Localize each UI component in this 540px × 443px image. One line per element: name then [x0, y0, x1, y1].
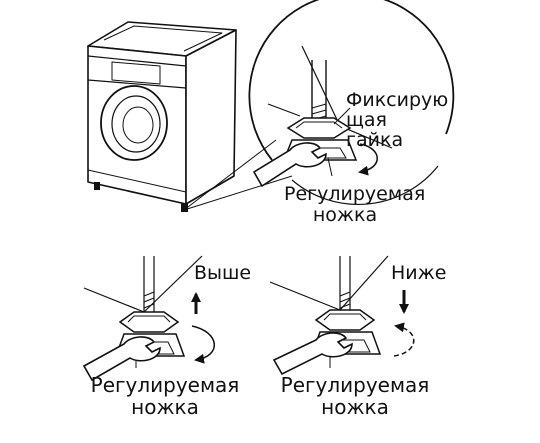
- locknut-label-line1: Фиксирую: [346, 89, 449, 111]
- lower-label: Ниже: [391, 262, 447, 284]
- locknut-label: Фиксирую щая гайка: [346, 90, 448, 150]
- washing-machine: [87, 21, 293, 212]
- right-foot-label-line2: ножка: [321, 395, 389, 419]
- top-foot-label-line1: Регулируемая: [284, 183, 426, 205]
- right-foot-label: Регулируемая ножка: [274, 374, 436, 418]
- locknut-label-line3: гайка: [346, 129, 404, 151]
- left-foot-label: Регулируемая ножка: [84, 374, 246, 418]
- magnified-foot-view: [248, 0, 455, 206]
- right-foot-label-line1: Регулируемая: [280, 373, 430, 397]
- left-foot-label-line2: ножка: [131, 395, 199, 419]
- higher-adjust-view: [82, 255, 215, 382]
- left-foot-label-line1: Регулируемая: [90, 373, 240, 397]
- top-foot-label-line2: ножка: [312, 204, 378, 226]
- top-foot-label: Регулируемая ножка: [284, 183, 426, 226]
- higher-label: Выше: [194, 262, 252, 284]
- locknut-label-line2: щая: [346, 109, 387, 131]
- lower-adjust-view: [269, 255, 415, 376]
